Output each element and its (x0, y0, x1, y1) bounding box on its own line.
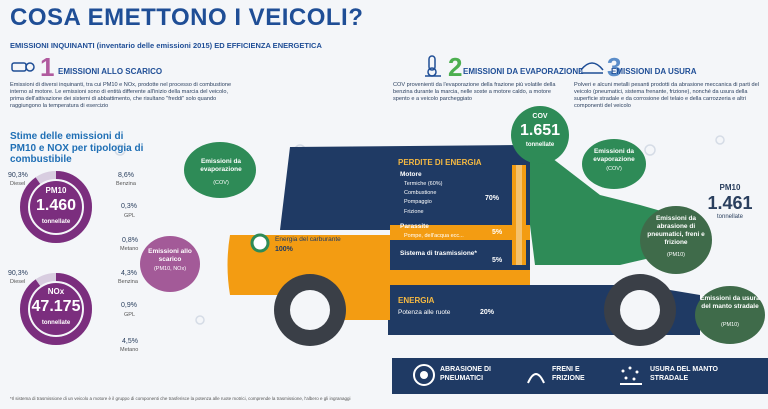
nox-gpl-label: GPL (124, 312, 136, 318)
cov-value: 1.651 (519, 122, 561, 139)
perdite-motore-item-0: Termiche (60%) (404, 181, 443, 187)
carburante-label: Energia del carburante (275, 236, 341, 243)
section-1-number: 1 (40, 52, 55, 82)
perdite-motore-item-2: Pompaggio (404, 199, 432, 205)
perdite-motore-item-3: Frizione (404, 209, 424, 215)
usura-cloud (695, 286, 765, 344)
pm10-diesel-pct: 90,3% (8, 172, 28, 179)
brake-icon (527, 373, 545, 384)
pm10-right-value: 1.461 (707, 193, 753, 213)
perdite-trasmissione-pct: 5% (492, 257, 503, 264)
pm10-right-label: PM10 (719, 183, 741, 192)
perdite-motore: Motore (400, 171, 422, 178)
nox-value: 47.175 (31, 298, 81, 315)
abrasione-cloud (640, 206, 712, 274)
car-illustration (227, 145, 700, 346)
section-2-title: EMISSIONI DA EVAPORAZIONE (463, 67, 584, 76)
evap-left-title: Emissioni da evaporazione (200, 158, 242, 173)
section-3-number: 3 (607, 52, 622, 82)
section-1-title: EMISSIONI ALLO SCARICO (58, 67, 163, 76)
road-wear-icon (620, 366, 642, 385)
pm10-donut (20, 171, 92, 243)
perdite-motore-item-1: Combustione (404, 190, 437, 196)
nox-benzina-label: Benzina (118, 279, 138, 285)
pm10-right-unit: tonnellate (716, 214, 744, 220)
pm10-metano-label: Metano (120, 246, 139, 252)
energia-label: Potenza alle ruote (398, 309, 451, 316)
perdite-parassite: Parassite (400, 223, 429, 230)
pm10-gpl-label: GPL (124, 213, 136, 219)
evap-right-cloud (582, 139, 646, 189)
section-3-title: EMISSIONI DA USURA (611, 67, 697, 76)
bottom-legend-bar (392, 358, 768, 394)
cov-unit: tonnellate (525, 142, 555, 148)
cov-circle (511, 106, 569, 164)
nox-gpl-pct: 0,9% (121, 302, 137, 309)
energia-value: 20% (480, 309, 495, 316)
nox-benzina-pct: 4,3% (121, 270, 137, 277)
evap-right-sub: (COV) (606, 166, 622, 172)
bottom-abrasione: ABRASIONE DI PNEUMATICI (440, 366, 491, 382)
tire-icon (413, 364, 435, 386)
usura-sub: (PM10) (720, 322, 740, 328)
pm10-diesel-label: Diesel (10, 181, 26, 187)
nox-metano-label: Metano (120, 347, 139, 353)
section-3-text: Polveri e alcuni metalli pesanti prodott… (574, 82, 760, 110)
page-title: COSA EMETTONO I VEICOLI? (10, 4, 364, 31)
section-2-text: COV provenienti da l'evaporazione della … (393, 82, 556, 103)
pm10-benzina-label: Benzina (116, 181, 136, 187)
scarico-cloud (140, 236, 200, 292)
evap-right-title: Emissioni da evaporazione (593, 148, 635, 163)
abrasione-title: Emissioni da abrasione di pneumatici, fr… (647, 215, 705, 246)
nox-metano-pct: 4,5% (122, 338, 138, 345)
nox-diesel-label: Diesel (10, 279, 26, 285)
page-subtitle: EMISSIONI INQUINANTI (inventario delle e… (10, 41, 322, 50)
footnote: *Il sistema di trasmissione di un veicol… (10, 396, 351, 401)
evap-left-cloud (184, 142, 256, 198)
pm10-gpl-pct: 0,3% (121, 203, 137, 210)
brake-wear-icon (580, 62, 604, 74)
carburante-value: 100% (275, 246, 293, 253)
perdite-parassite-item-0: Pompe, dell'acqua ecc... (404, 233, 464, 239)
abrasione-sub: (PM10) (666, 252, 686, 258)
pm10-label: PM10 (45, 186, 67, 195)
section-2-number: 2 (448, 52, 463, 82)
cov-label: COV (532, 113, 548, 120)
nox-label: NOx (47, 287, 65, 296)
pm10-unit: tonnellate (41, 219, 71, 225)
bottom-usura: USURA DEL MANTO STRADALE (650, 366, 718, 382)
scarico-title: Emissioni allo scarico (148, 248, 192, 263)
perdite-parassite-pct: 5% (492, 229, 503, 236)
exhaust-pipe-icon (11, 62, 35, 72)
energia-title: ENERGIA (398, 296, 435, 305)
perdite-trasmissione: Sistema di trasmissione* (400, 250, 477, 257)
bottom-freni: FRENI E FRIZIONE (552, 366, 585, 382)
scarico-sub: (PM10, NOx) (153, 266, 187, 272)
perdite-motore-pct: 70% (485, 195, 500, 202)
nox-unit: tonnellate (41, 320, 71, 326)
stime-title: Stime delle emissioni di PM10 e NOX per … (10, 131, 144, 165)
fuel-thermometer-icon (425, 55, 441, 77)
nox-diesel-pct: 90,3% (8, 270, 28, 277)
pm10-metano-pct: 0,8% (122, 237, 138, 244)
pm10-benzina-pct: 8,6% (118, 172, 134, 179)
nox-donut (20, 273, 92, 345)
pm10-value: 1.460 (35, 197, 77, 214)
usura-title: Emissioni da usura del manto stradale (700, 295, 760, 310)
evap-left-sub: (COV) (213, 180, 229, 186)
perdite-title: PERDITE DI ENERGIA (398, 158, 482, 167)
section-1-text: Emissioni di diversi inquinanti, tra cui… (10, 82, 232, 110)
